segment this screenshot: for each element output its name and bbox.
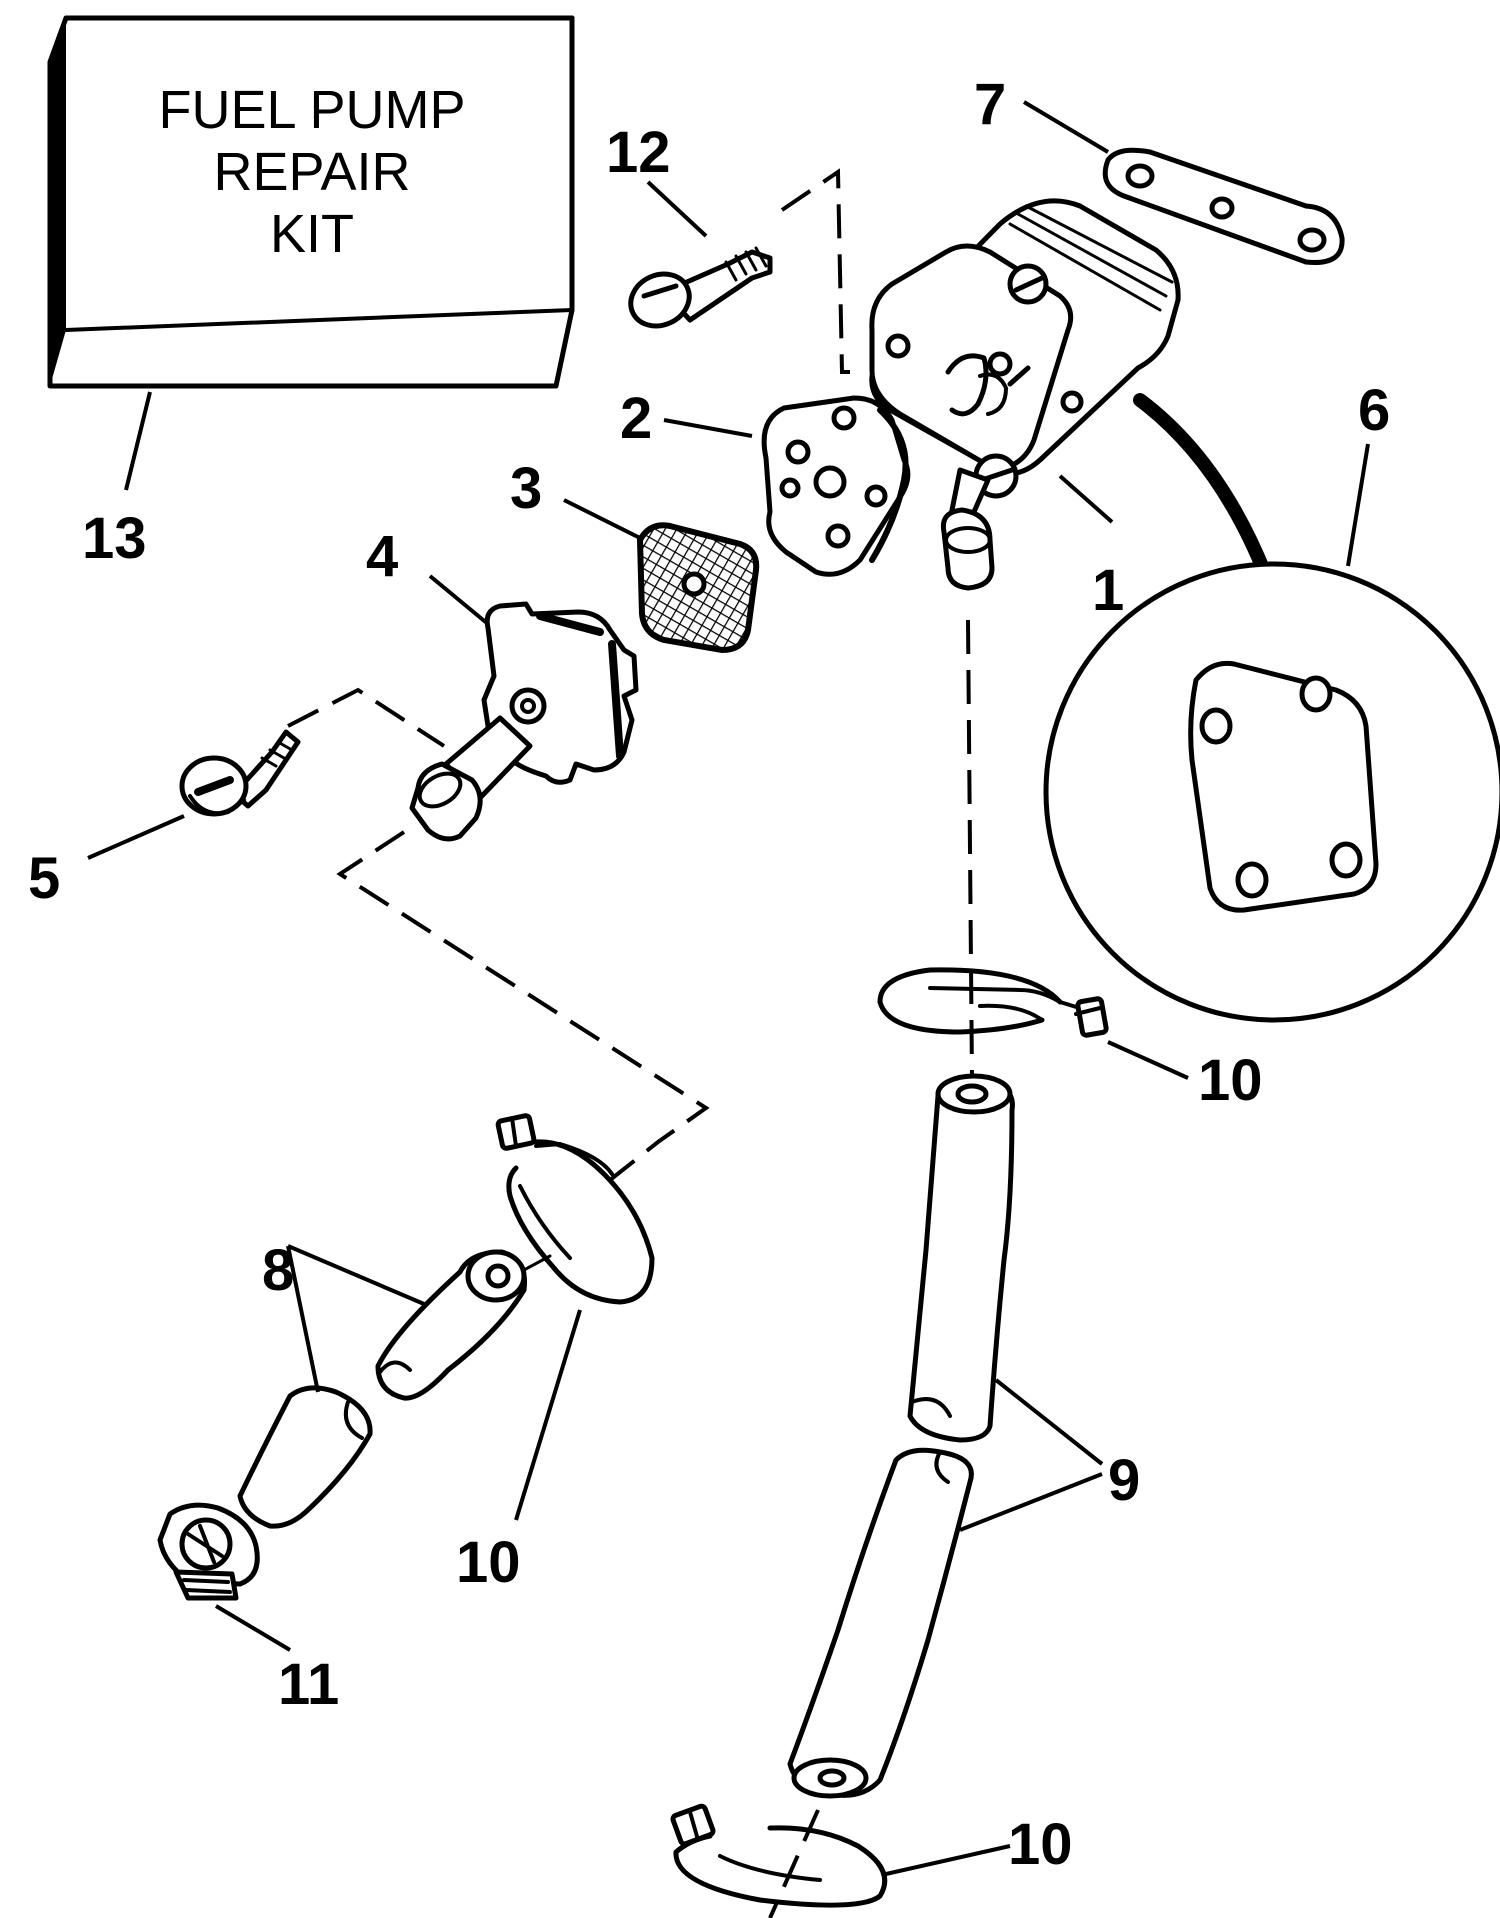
callout-4: 4 (366, 524, 398, 589)
kit-label-line3: KIT (270, 204, 354, 264)
pump-screw (628, 246, 773, 329)
callout-8: 8 (262, 1238, 294, 1303)
diaphragm-plate (761, 395, 911, 577)
callout-5: 5 (28, 846, 60, 911)
leader-9 (959, 1378, 1104, 1532)
cover-screw (179, 729, 301, 817)
leader-3 (563, 498, 641, 540)
short-hose-upper (375, 1249, 528, 1401)
leader-7 (1022, 100, 1110, 154)
hose-clamp-upper (877, 967, 1109, 1038)
cover-hose-alignment-line (336, 830, 710, 1182)
leader-2 (663, 418, 753, 438)
callout-10-middle: 10 (456, 1530, 521, 1595)
hose-clamp-middle (495, 1113, 655, 1305)
callout-10-lower: 10 (1008, 1812, 1073, 1877)
cover-screw-alignment-line (287, 687, 446, 748)
pump-cover (409, 601, 639, 842)
fuel-pump-body (869, 198, 1181, 591)
leader-6 (1346, 443, 1370, 567)
callout-1: 1 (1092, 558, 1124, 623)
leader-8 (286, 1244, 425, 1393)
lower-alignment-line (768, 1809, 820, 1918)
detail-circle-gasket (1043, 393, 1500, 1023)
kit-label-line1: FUEL PUMP (158, 80, 465, 140)
leader-13 (124, 391, 152, 491)
repair-kit-box: FUEL PUMP REPAIR KIT (47, 15, 575, 389)
leader-5 (87, 814, 185, 860)
hose-connection-line (522, 1254, 552, 1272)
outlet-alignment-line (966, 619, 974, 1081)
kit-label-line2: REPAIR (213, 142, 410, 202)
callout-7: 7 (974, 72, 1006, 137)
leader-10-middle (514, 1309, 582, 1521)
hose-clamp-lower (670, 1803, 888, 1908)
short-hose-lower (237, 1385, 373, 1529)
callout-2: 2 (620, 386, 652, 451)
callout-6: 6 (1358, 378, 1390, 443)
fuel-hose-upper (907, 1073, 1015, 1443)
callout-9: 9 (1108, 1448, 1140, 1513)
screw-clamp (157, 1502, 260, 1601)
leader-12 (646, 180, 708, 238)
screw-alignment-line (780, 168, 850, 374)
leader-10-upper (1107, 1040, 1189, 1080)
leader-11 (214, 1604, 292, 1652)
callout-11: 11 (278, 1652, 339, 1717)
leader-4 (428, 574, 490, 626)
pump-gasket-plate (1102, 147, 1345, 265)
leader-1 (1058, 474, 1114, 524)
fuel-hose-lower (787, 1447, 974, 1799)
callout-12: 12 (606, 120, 671, 185)
leader-10-lower (885, 1844, 1011, 1876)
callout-3: 3 (510, 456, 542, 521)
callout-13: 13 (82, 506, 147, 571)
filter-screen (636, 522, 760, 654)
callout-10-upper: 10 (1198, 1048, 1263, 1113)
